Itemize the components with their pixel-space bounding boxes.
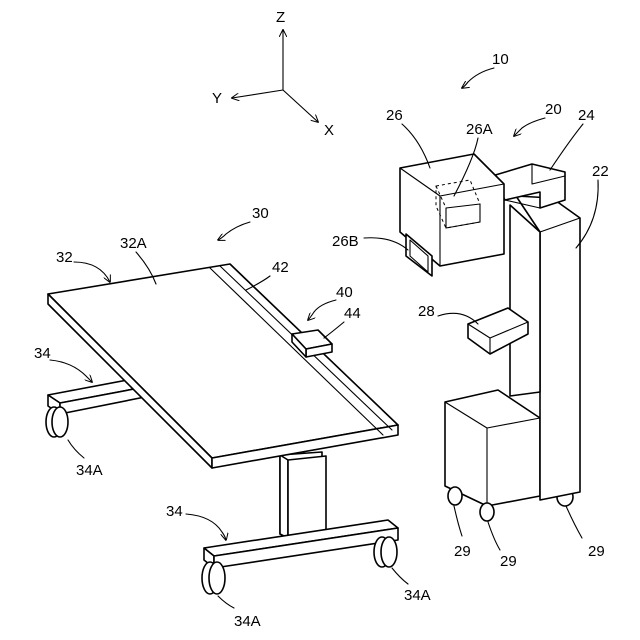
label-34-left: 34 — [34, 345, 51, 362]
x-axis-label: X — [324, 122, 334, 139]
label-29-right: 29 — [588, 543, 605, 560]
label-40: 40 — [336, 284, 353, 301]
label-26a: 26A — [466, 121, 493, 138]
label-32a: 32A — [120, 235, 147, 252]
label-29-left: 29 — [454, 543, 471, 560]
y-axis-arrow — [232, 90, 283, 98]
label-10: 10 — [492, 51, 509, 68]
x-axis-arrow — [283, 90, 318, 122]
coordinate-axes: Z Y X — [212, 9, 334, 139]
label-34a-left: 34A — [76, 462, 103, 479]
label-34a-front-left: 34A — [234, 613, 261, 630]
label-34a-front-right: 34A — [404, 587, 431, 604]
label-26b: 26B — [332, 233, 359, 250]
y-axis-label: Y — [212, 90, 222, 107]
xray-unit — [400, 154, 580, 521]
wheel-left — [448, 487, 462, 505]
label-28: 28 — [418, 303, 435, 320]
label-22: 22 — [592, 163, 609, 180]
label-34-front: 34 — [166, 503, 183, 520]
label-24: 24 — [578, 107, 595, 124]
label-42: 42 — [272, 259, 289, 276]
label-26: 26 — [386, 107, 403, 124]
label-30: 30 — [252, 205, 269, 222]
label-32: 32 — [56, 249, 73, 266]
label-44: 44 — [344, 305, 361, 322]
z-axis-label: Z — [276, 9, 285, 26]
label-29-middle: 29 — [500, 553, 517, 570]
label-20: 20 — [545, 101, 562, 118]
wheel-front — [480, 503, 494, 521]
